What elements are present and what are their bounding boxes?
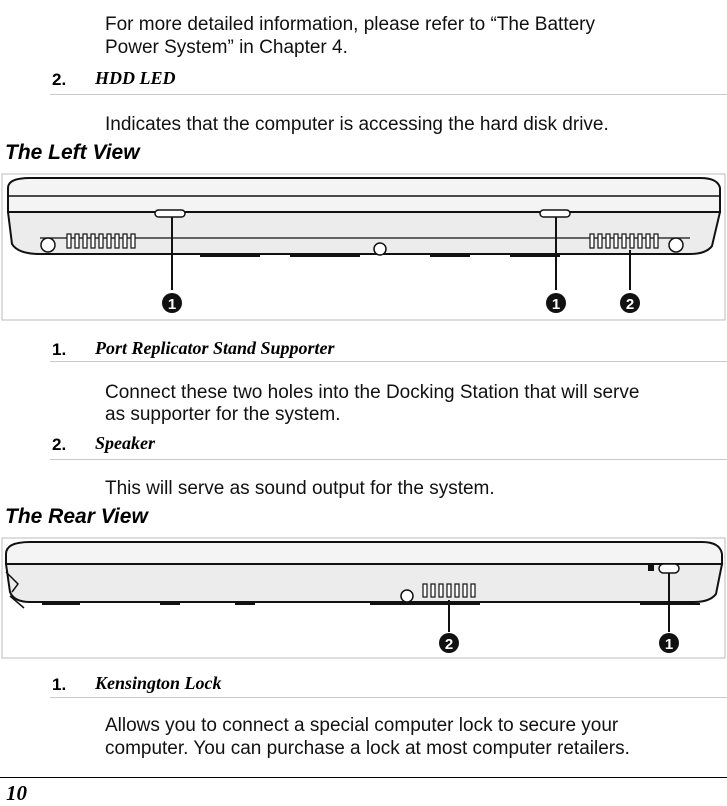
callout-1-right-marker [546, 293, 566, 313]
hdd-description: Indicates that the computer is accessing… [105, 114, 609, 135]
left-item-1-number: 1. [52, 340, 67, 359]
battery-note-line-2: Power System” in Chapter 4. [105, 37, 348, 58]
rear-item-1-rule [50, 697, 727, 698]
rear-callout-2-marker [439, 633, 459, 653]
left-item-1-line-2: as supporter for the system. [105, 404, 341, 425]
page-number: 10 [6, 781, 27, 805]
left-item-2-title: Speaker [95, 433, 155, 453]
left-item-2-number: 2. [52, 435, 67, 454]
left-view-figure: 1 1 2 [1, 173, 726, 321]
rear-view-heading: The Rear View [5, 505, 148, 528]
callout-1-left-label: 1 [168, 296, 176, 313]
hdd-item-title: HDD LED [95, 68, 176, 88]
rear-callout-2-label: 2 [445, 636, 453, 653]
rear-item-1-line-2: computer. You can purchase a lock at mos… [105, 738, 630, 759]
left-item-1-rule [50, 361, 727, 362]
rear-view-figure: 2 1 [1, 537, 726, 659]
callout-2-label: 2 [626, 296, 634, 313]
rear-item-1-number: 1. [52, 675, 67, 694]
left-item-1-line-1: Connect these two holes into the Docking… [105, 382, 640, 403]
left-item-2-rule [50, 459, 727, 460]
left-item-1-title: Port Replicator Stand Supporter [95, 338, 335, 358]
rear-callout-1-marker [659, 633, 679, 653]
rear-item-1-line-1: Allows you to connect a special computer… [105, 715, 619, 736]
hdd-rule [50, 94, 727, 95]
footer-rule [0, 777, 727, 778]
callout-1-left-marker [162, 293, 182, 313]
hdd-item-number: 2. [52, 70, 67, 89]
battery-note-line-1: For more detailed information, please re… [105, 14, 596, 35]
callout-2-marker [620, 293, 640, 313]
left-view-heading: The Left View [5, 141, 140, 164]
callout-1-right-label: 1 [552, 296, 560, 313]
rear-callout-1-label: 1 [665, 636, 673, 653]
left-item-2-line-1: This will serve as sound output for the … [105, 478, 495, 499]
rear-item-1-title: Kensington Lock [95, 673, 222, 693]
